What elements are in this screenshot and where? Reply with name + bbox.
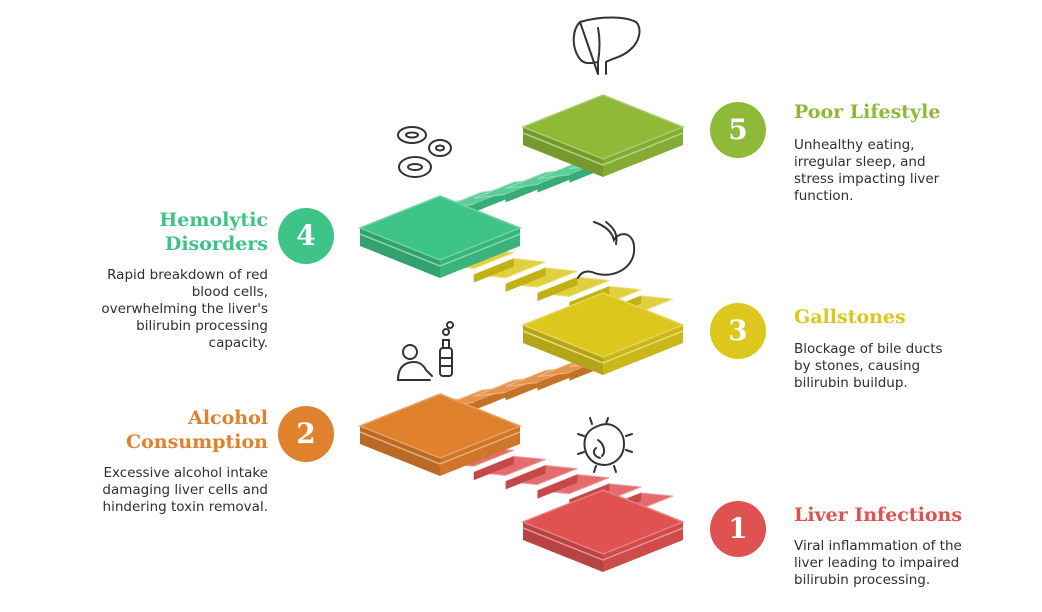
step-3-description-line: by stones, causing bbox=[794, 358, 921, 374]
blood-cells-icon bbox=[397, 126, 452, 178]
landing-left-face bbox=[523, 325, 603, 375]
landing-edge bbox=[522, 132, 684, 166]
landing-edge bbox=[522, 527, 684, 561]
landing-right-face bbox=[440, 228, 520, 278]
step-2-description-line: Excessive alcohol intake bbox=[103, 465, 269, 481]
step-1-description: Viral inflammation of the liver leading … bbox=[794, 538, 1004, 589]
landing-3 bbox=[520, 292, 686, 375]
step-5-description-line: stress impacting liver bbox=[794, 171, 940, 187]
landing-top bbox=[520, 292, 686, 358]
step-1-description-line: Viral inflammation of the bbox=[794, 538, 962, 554]
landing-top bbox=[520, 94, 686, 160]
step-3-description: Blockage of bile ducts by stones, causin… bbox=[794, 341, 1004, 392]
landing-right-face bbox=[603, 522, 683, 572]
step-2-description-line: damaging liver cells and bbox=[102, 482, 268, 498]
step-4-description-line: Rapid breakdown of red bbox=[107, 267, 268, 283]
step-1-description-line: bilirubin processing. bbox=[794, 572, 931, 588]
landing-left-face bbox=[523, 127, 603, 177]
step-3-description-line: Blockage of bile ducts bbox=[794, 341, 943, 357]
landing-5 bbox=[520, 94, 686, 177]
step-4-description-line: bilirubin processing bbox=[136, 318, 268, 334]
landing-right-face bbox=[440, 426, 520, 476]
step-5-description: Unhealthy eating, irregular sleep, and s… bbox=[794, 137, 1004, 205]
landing-top bbox=[357, 393, 523, 459]
step-2-title: Alcohol Consumption bbox=[60, 406, 268, 454]
landing-edge bbox=[359, 233, 521, 267]
step-5-title: Poor Lifestyle bbox=[794, 101, 941, 123]
landing-left-face bbox=[360, 426, 440, 476]
landing-edge bbox=[359, 431, 521, 465]
stair-riser bbox=[505, 465, 546, 490]
landing-2 bbox=[357, 393, 523, 476]
step-2-number-badge: 2 bbox=[278, 406, 334, 462]
step-5-number-badge: 5 bbox=[710, 102, 766, 158]
stair-riser bbox=[473, 258, 514, 283]
stair-riser bbox=[505, 267, 546, 292]
step-4-number-badge: 4 bbox=[278, 208, 334, 264]
stair-riser bbox=[537, 474, 578, 499]
step-4-title-line: Hemolytic bbox=[159, 209, 268, 231]
landing-top bbox=[520, 489, 686, 555]
landing-4 bbox=[357, 195, 523, 278]
step-2-title-line: Consumption bbox=[126, 431, 268, 453]
landing-left-face bbox=[360, 228, 440, 278]
step-4-description-line: blood cells, bbox=[191, 284, 268, 300]
step-4-title-line: Disorders bbox=[164, 233, 268, 255]
step-4-title: Hemolytic Disorders bbox=[60, 208, 268, 256]
step-5-description-line: irregular sleep, and bbox=[794, 154, 926, 170]
landing-1 bbox=[520, 489, 686, 572]
stair-riser bbox=[537, 277, 578, 302]
step-3-title: Gallstones bbox=[794, 306, 906, 328]
step-2-description: Excessive alcohol intake damaging liver … bbox=[40, 465, 268, 516]
liver-icon bbox=[572, 16, 641, 75]
landing-edge bbox=[522, 330, 684, 364]
step-4-description-line: capacity. bbox=[208, 335, 268, 351]
landing-left-face bbox=[523, 522, 603, 572]
step-5-description-line: function. bbox=[794, 188, 854, 204]
step-1-number-badge: 1 bbox=[710, 501, 766, 557]
landing-right-face bbox=[603, 325, 683, 375]
virus-icon bbox=[577, 417, 633, 473]
landing-right-face bbox=[603, 127, 683, 177]
step-2-description-line: hindering toxin removal. bbox=[102, 499, 268, 515]
step-5-description-line: Unhealthy eating, bbox=[794, 137, 915, 153]
step-2-title-line: Alcohol bbox=[188, 407, 268, 429]
step-1-title: Liver Infections bbox=[794, 504, 963, 526]
step-3-description-line: bilirubin buildup. bbox=[794, 375, 908, 391]
step-4-description: Rapid breakdown of red blood cells, over… bbox=[40, 267, 268, 352]
step-4-description-line: overwhelming the liver's bbox=[101, 301, 268, 317]
step-3-number-badge: 3 bbox=[710, 303, 766, 359]
landing-top bbox=[357, 195, 523, 261]
stair-riser bbox=[473, 456, 514, 481]
step-1-description-line: liver leading to impaired bbox=[794, 555, 960, 571]
stomach-icon bbox=[577, 221, 636, 279]
person-drinking-icon bbox=[397, 321, 454, 381]
